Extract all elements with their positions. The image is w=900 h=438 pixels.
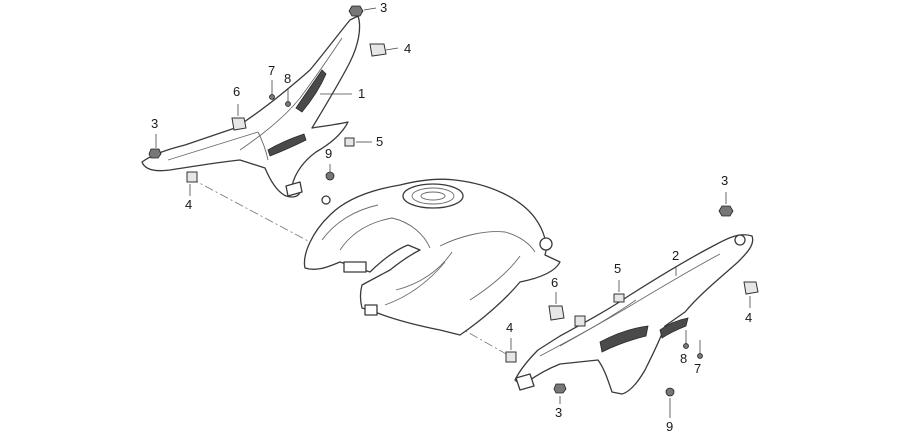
hardware-left	[148, 5, 387, 183]
callout-3-top-left: 3	[380, 0, 388, 15]
callout-4-right: 4	[745, 310, 753, 325]
callout-9-right: 9	[666, 419, 674, 434]
callout-5-right: 5	[614, 261, 622, 276]
callout-7-left: 7	[268, 63, 276, 78]
callout-1: 1	[358, 86, 366, 101]
callout-5-left: 5	[376, 134, 384, 149]
callout-8-left: 8	[284, 71, 292, 86]
right-side-panel	[514, 234, 754, 395]
hardware-right	[505, 205, 759, 397]
callout-4-left: 4	[185, 197, 193, 212]
callout-4-top-left: 4	[404, 41, 412, 56]
fuel-tank	[303, 178, 561, 336]
left-side-panel	[141, 15, 361, 198]
callout-7-right: 7	[694, 361, 702, 376]
callout-9-left: 9	[325, 146, 333, 161]
callout-4-bottom: 4	[506, 320, 514, 335]
assembly-line-right	[454, 324, 509, 356]
leader-lines	[155, 7, 751, 418]
callout-8-right: 8	[680, 351, 688, 366]
assembly-line-left	[189, 177, 326, 251]
callout-3-right: 3	[721, 173, 729, 188]
callout-6-right: 6	[551, 275, 559, 290]
callout-3-left: 3	[151, 116, 159, 131]
callout-6-left: 6	[233, 84, 241, 99]
callout-3-bottom: 3	[555, 405, 563, 420]
callout-2: 2	[672, 248, 680, 263]
